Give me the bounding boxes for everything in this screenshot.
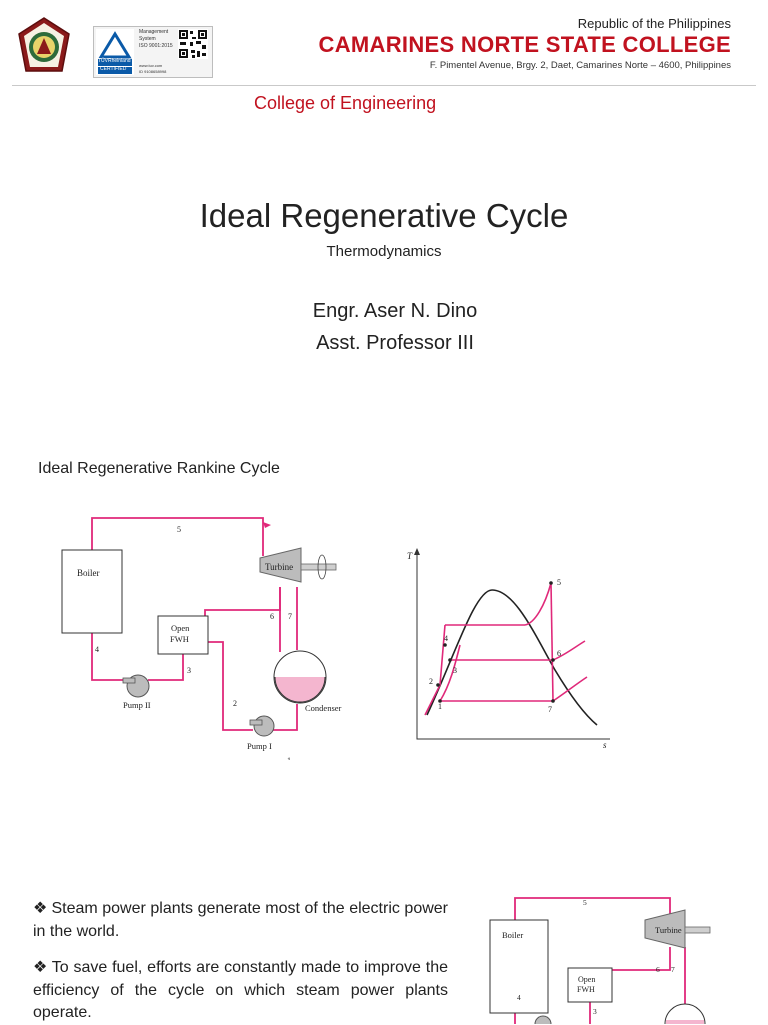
- diamond-bullet-icon: ❖: [33, 959, 48, 976]
- ts-point-6: 6: [557, 649, 561, 658]
- open-fwh-box: [157, 615, 209, 655]
- cert-id: ID 9108658998: [139, 69, 167, 74]
- ts-point-5: 5: [557, 578, 561, 587]
- cycle-schematic-repeat: Boiler Turbine Open FWH 5 6 7 4 3: [489, 897, 711, 1024]
- condenser-label: Condenser: [305, 703, 342, 713]
- ts-cycle-lines: [424, 582, 588, 716]
- state-3-label: 3: [187, 666, 191, 675]
- state-5-label-repeat: 5: [583, 898, 587, 907]
- header-divider: [12, 85, 756, 86]
- state-3-label-repeat: 3: [593, 1007, 597, 1016]
- state-4-label: 4: [95, 645, 99, 654]
- state-7-label-repeat: 7: [671, 965, 675, 974]
- turbine-shape-repeat: [644, 909, 686, 949]
- bullet-item: ❖To save fuel, efforts are constantly ma…: [33, 957, 448, 1025]
- qr-code-icon: [178, 29, 208, 59]
- page-subtitle: Thermodynamics: [326, 243, 442, 260]
- ts-point-1: 1: [438, 702, 442, 711]
- state-5-label: 5: [177, 525, 181, 534]
- ts-y-axis-label: T: [407, 551, 413, 561]
- state-6-label: 6: [270, 612, 274, 621]
- state-4-label-repeat: 4: [517, 993, 521, 1002]
- boiler-label: Boiler: [77, 568, 100, 578]
- schematic-repeat-pipes: [514, 897, 686, 1024]
- condenser-water: [275, 677, 325, 702]
- turbine-label: Turbine: [265, 562, 293, 572]
- ts-point-3: 3: [453, 666, 457, 675]
- bullet-text: Steam power plants generate most of the …: [33, 900, 449, 940]
- fwh-label-1: Open: [171, 623, 190, 633]
- turbine-label-repeat: Turbine: [655, 925, 682, 935]
- author-position: Asst. Professor III: [316, 332, 474, 354]
- state-6-label-repeat: 6: [656, 965, 660, 974]
- page-title: Ideal Regenerative Cycle: [199, 197, 569, 234]
- shaft-rotation-icon: [317, 554, 327, 580]
- saturation-dome: [426, 589, 598, 726]
- department-name: College of Engineering: [254, 93, 437, 113]
- ts-point-2: 2: [429, 677, 433, 686]
- college-seal-icon: [18, 17, 70, 72]
- state-7-label: 7: [288, 612, 292, 621]
- republic-text: Republic of the Philippines: [577, 16, 731, 31]
- state-1-label: 1: [287, 756, 291, 760]
- ts-axes: [416, 553, 610, 740]
- pump-ii-label: Pump II: [123, 700, 151, 710]
- pump-i-label: Pump I: [247, 741, 272, 751]
- condenser-shell-repeat: [664, 1003, 706, 1024]
- pump-i-shape: [253, 715, 275, 737]
- boiler-box: [61, 549, 123, 634]
- certified-text: CERTIFIED: [100, 66, 127, 72]
- ts-state-points: [436, 581, 555, 703]
- diamond-bullet-icon: ❖: [33, 900, 48, 917]
- bullet-text: To save fuel, efforts are constantly mad…: [33, 959, 449, 1021]
- ts-point-7: 7: [548, 705, 552, 714]
- fwh-label-2: FWH: [170, 634, 189, 644]
- ts-diagram: T s 1 2 3 4 5 6 7: [407, 548, 610, 750]
- cert-line-1: Management: [139, 29, 169, 35]
- schematic-pipes: [91, 517, 298, 731]
- boiler-box-repeat: [489, 919, 549, 1014]
- bullet-item: ❖Steam power plants generate most of the…: [33, 898, 448, 943]
- author-name: Engr. Aser N. Dino: [312, 300, 478, 322]
- cert-web: www.tuv.com: [139, 63, 163, 68]
- fwh-label-1-repeat: Open: [578, 975, 595, 984]
- tuv-logo-icon: [96, 29, 134, 75]
- state-2-label: 2: [233, 699, 237, 708]
- open-fwh-box-repeat: [567, 967, 613, 1003]
- ts-x-axis-label: s: [603, 740, 607, 750]
- turbine-shaft: [300, 563, 337, 571]
- cert-line-2: System: [139, 36, 156, 42]
- fwh-label-2-repeat: FWH: [577, 985, 595, 994]
- section-heading: Ideal Regenerative Rankine Cycle: [38, 460, 280, 477]
- turbine-shape: [259, 547, 302, 583]
- ts-point-4: 4: [444, 634, 448, 643]
- certification-badge: TÜVRheinland CERTIFIED Management System…: [93, 26, 213, 78]
- college-address: F. Pimentel Avenue, Brgy. 2, Daet, Camar…: [429, 60, 731, 71]
- tuv-brand-text: TÜVRheinland: [98, 58, 131, 64]
- college-name: CAMARINES NORTE STATE COLLEGE: [318, 32, 731, 57]
- cert-line-3: ISO 9001:2015: [139, 43, 173, 49]
- flow-arrow-5: [263, 522, 271, 528]
- cycle-schematic: Boiler Turbine Open FWH Condenser Pump I…: [61, 517, 342, 760]
- boiler-label-repeat: Boiler: [502, 930, 523, 940]
